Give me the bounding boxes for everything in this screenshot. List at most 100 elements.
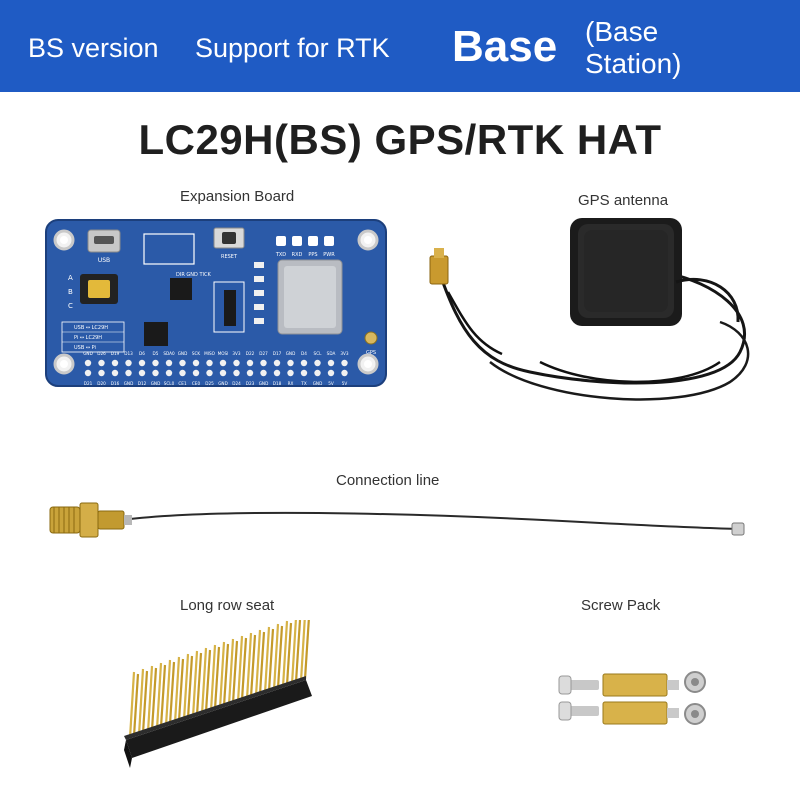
header-pin [204,649,212,713]
gpio-hole [260,369,267,377]
gpio-top-label: SCK [192,351,201,356]
gpio-hole [246,359,254,367]
gpio-bottom-label: GND [218,381,228,386]
header-pin [146,665,154,733]
gpio-bottom-label: D21 [84,381,93,386]
gpio-hole [327,359,335,367]
header-pin [231,640,239,704]
led-label-pwr: PWR [323,252,335,258]
header-pin [281,620,289,688]
header-pin [263,626,271,694]
gpio-bottom-label: GND [124,381,134,386]
gpio-top-label: MOSI [218,351,229,356]
pin-header-caption: Long row seat [180,597,275,614]
switch-label-b: B [68,288,73,296]
header-pin [132,673,140,737]
header-pin [294,620,302,683]
banner-version: BS version [28,33,159,63]
header-pin [258,631,266,695]
gpio-hole [192,359,200,367]
gpio-top-label: GND [83,351,93,356]
gpio-bottom-label: GND [151,381,161,386]
banner-mode: Base [452,22,558,71]
header-pin [137,668,145,736]
gpio-hole [314,369,321,377]
antenna-caption: GPS antenna [578,192,669,209]
header-pin [155,662,163,730]
gpio-hole [98,369,105,377]
gpio-bottom-label: GND [313,381,323,386]
gpio-hole [287,369,294,377]
gpio-bottom-label: 5V [328,381,334,386]
header-pin [240,637,248,701]
header-pin [222,643,230,707]
cable-caption: Connection line [336,472,440,489]
gpio-top-label: D26 [97,351,106,356]
gpio-top-label: D5 [153,351,159,356]
header-pin [213,646,221,710]
expansion-board-image: USB A B C USB ↔ LC29H Pi ↔ LC29H USB ↔ P… [45,219,387,387]
gpio-bottom-label: D24 [232,381,241,386]
switch-table-row-a: USB ↔ LC29H [74,325,108,331]
header-pin [267,628,275,692]
gpio-hole [179,369,186,377]
gpio-top-label: SDA [327,351,336,356]
page-title: LC29H(BS) GPS/RTK HAT [138,116,662,163]
gpio-hole [206,369,213,377]
gpio-bottom-label: CE0 [192,381,201,386]
gpio-top-label: GND [178,351,188,356]
gpio-hole [219,369,227,377]
led-label-rxd: RXD [292,252,303,258]
reset-label: RESET [221,254,238,260]
header-pin [186,655,194,719]
gpio-top-label: 3V3 [232,351,241,356]
header-pin [299,620,306,682]
gpio-top-label: D4 [301,351,307,356]
gpio-hole [152,369,159,377]
gpio-hole [165,369,173,377]
gpio-hole [111,359,119,367]
header-pin [150,667,158,731]
gpio-hole [138,359,146,367]
header-pin [159,664,167,728]
gpio-hole [111,369,119,377]
gpio-top-label: D6 [139,351,145,356]
gpio-hole [233,359,240,367]
gpio-top-label: GND [286,351,296,356]
gpio-top-label: SDA0 [163,351,175,356]
header-pin [177,658,185,722]
header-pin [290,620,297,685]
gpio-bottom-label: CE1 [178,381,187,386]
gpio-top-label: D22 [246,351,255,356]
gpio-top-label: D27 [259,351,268,356]
switch-label-c: C [68,302,73,310]
gpio-bottom-label: D23 [246,381,255,386]
gpio-hole [287,359,294,367]
header-pin [254,629,262,697]
screw-pack-caption: Screw Pack [581,597,661,614]
gpio-hole [84,369,92,377]
switch-table-row-b: Pi ↔ LC29H [74,335,102,341]
gpio-top-label: MISO [204,351,216,356]
header-pin [276,625,284,689]
led-label-pps: PPS [308,252,317,258]
gpio-hole [192,369,200,377]
gpio-hole [125,359,132,367]
switch-label-a: A [68,274,73,282]
header-pin [218,641,226,709]
header-pin [141,670,149,734]
gpio-bottom-label: D20 [97,381,106,386]
banner-support: Support for RTK [195,33,390,63]
led-label-txd: TXD [275,252,286,258]
header-pin [249,634,257,698]
header-pin [245,632,253,700]
gpio-bottom-label: D18 [273,381,282,386]
banner-mode-note: (Base Station) [585,16,682,79]
gpio-hole [273,369,281,377]
gpio-hole [219,359,227,367]
header-pin [164,659,172,727]
gpio-bottom-label: RX [288,381,294,386]
header-pins [128,620,310,739]
top-banner: BS version Support for RTK Base (Base St… [0,0,800,92]
gpio-hole [273,359,281,367]
